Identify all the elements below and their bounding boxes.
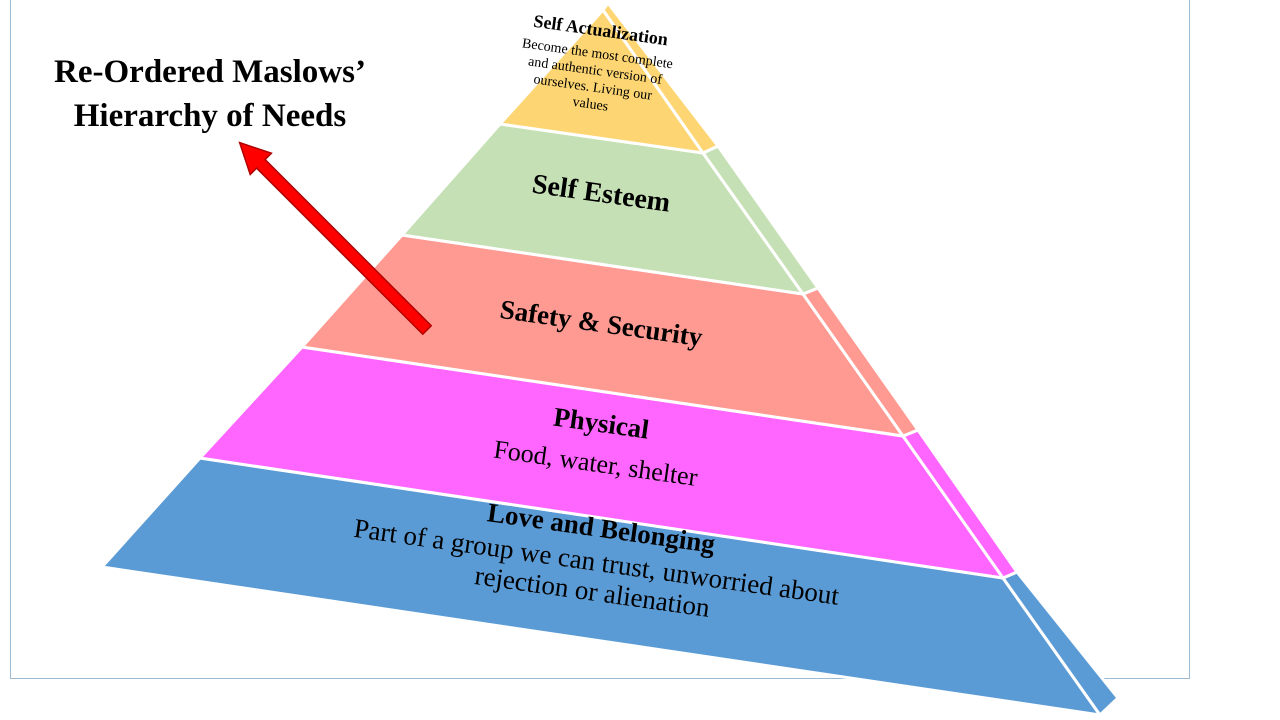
down-arrow-icon — [238, 141, 433, 336]
title-line-1: Re-Ordered Maslows’ — [54, 54, 366, 90]
slide-frame — [10, 0, 1190, 679]
level-self-esteem — [399, 122, 821, 296]
level-self-actualization-desc-4: values — [572, 95, 610, 115]
level-self-actualization-side — [601, 0, 721, 155]
title-line-2: Hierarchy of Needs — [73, 98, 347, 134]
level-self-actualization — [496, 0, 721, 155]
page-title: Re-Ordered Maslows’ Hierarchy of Needs — [20, 50, 400, 138]
